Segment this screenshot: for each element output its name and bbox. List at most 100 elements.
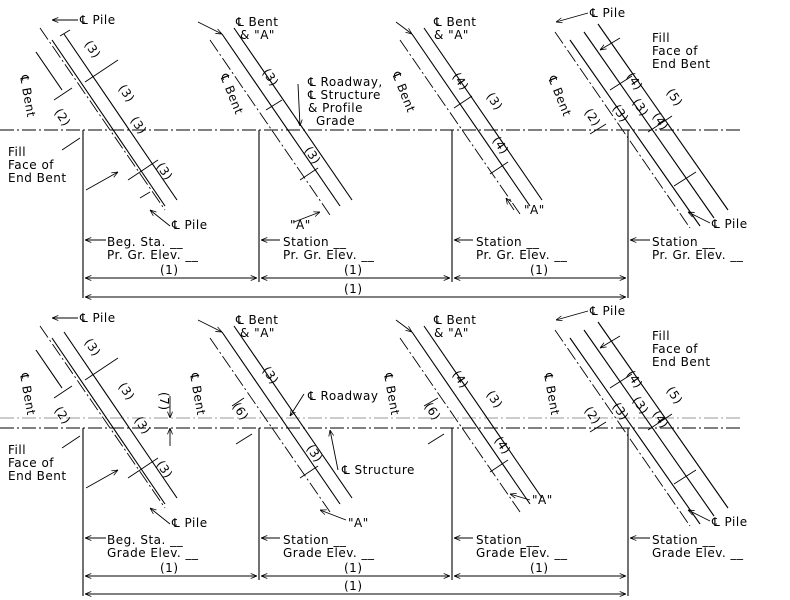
label-a-b3: "A" [532, 493, 553, 507]
label-cl-bent-4: ℄ Bent [545, 73, 574, 119]
station-2-l1: Station __ [283, 235, 347, 249]
label-end-bent-b4: End Bent [652, 355, 711, 369]
span-b2-label: (1) [344, 561, 363, 575]
dim-3-a: (3) [82, 38, 104, 61]
station-b1-l2: Grade Elev. __ [107, 546, 199, 560]
dim-2-a: (2) [52, 106, 74, 129]
leader-a-2 [293, 212, 320, 223]
total-label: (1) [344, 282, 363, 296]
dim-4-a: (4) [450, 70, 472, 93]
label-roadway-structure-1: ℄ Roadway, [307, 75, 383, 89]
label-pile-bottom-4: ℄ Pile [711, 217, 748, 231]
dim-3-ba: (3) [82, 336, 104, 359]
bent-b1 [35, 325, 178, 509]
span-3-label: (1) [530, 263, 549, 277]
dim-3-i: (3) [630, 96, 652, 119]
station-b4-l1: Station __ [652, 533, 716, 547]
dim-3-bc: (3) [132, 414, 154, 437]
bent-2 [209, 27, 353, 216]
label-bent-a-3-l2: & "A" [434, 28, 469, 42]
dim-2-ba: (2) [52, 404, 74, 427]
span-b3-label: (1) [530, 561, 549, 575]
dim-3-d: (3) [154, 160, 176, 183]
station-3-l2: Pr. Gr. Elev. __ [476, 248, 568, 262]
label-cl-bent-b2: ℄ Bent [187, 371, 208, 416]
label-a-b2: "A" [348, 516, 369, 530]
dim-4-ba: (4) [450, 368, 472, 391]
label-end-bent-4: End Bent [652, 57, 711, 71]
dim-3-bf: (3) [304, 442, 326, 465]
dim-6-a: (6) [230, 400, 252, 423]
leader-pile-bottom-4 [688, 212, 711, 224]
bent-b4 [554, 321, 729, 527]
label-structure-b: ℄ Structure [341, 463, 415, 477]
label-pile-end-b: ℄ Pile [589, 304, 626, 318]
label-cl-bent-b4: ℄ Bent [541, 371, 562, 416]
station-4-l2: Pr. Gr. Elev. __ [652, 248, 744, 262]
label-pile-top: ℄ Pile [79, 13, 116, 27]
label-fill-1: Fill [8, 145, 26, 159]
label-roadway-b: ℄ Roadway [307, 389, 378, 403]
leader-fill-face-b1 [85, 470, 118, 489]
label-end-bent-1: End Bent [8, 171, 67, 185]
label-a-3: "A" [524, 203, 545, 217]
span-2-label: (1) [344, 263, 363, 277]
dim-3-b: (3) [116, 82, 138, 105]
dim-3-bd: (3) [154, 458, 176, 481]
label-pile-bottom-b4: ℄ Pile [711, 515, 748, 529]
bent-b3 [399, 325, 543, 513]
label-bent-a-b2-l2: & "A" [240, 326, 275, 340]
label-cl-bent-b1: ℄ Bent [17, 371, 38, 416]
leader-pile-bottom-1 [150, 210, 171, 227]
label-bent-a-3: ℄ Bent [433, 15, 476, 29]
label-face-of-1: Face of [8, 158, 54, 172]
label-face-of-b4: Face of [652, 342, 698, 356]
leader-pile-end [556, 12, 589, 22]
label-fill-b1: Fill [8, 443, 26, 457]
dim-3-f: (3) [302, 144, 324, 167]
bent-4 [554, 23, 729, 229]
leader-pile-bottom-b4 [688, 510, 711, 522]
label-bent-a-2: ℄ Bent [235, 15, 278, 29]
dim-4-b: (4) [490, 134, 512, 157]
station-3-l1: Station __ [476, 235, 540, 249]
leader-bent-a-b2 [197, 319, 222, 332]
station-b1-l1: Beg. Sta. __ [107, 533, 184, 547]
label-roadway-structure-3: & Profile [308, 101, 363, 115]
leader-roadway [298, 83, 300, 126]
label-a-2: "A" [290, 218, 311, 232]
dim-5-a: (5) [664, 86, 686, 109]
label-pile-bottom-1: ℄ Pile [171, 218, 208, 232]
label-fill-4: Fill [652, 31, 670, 45]
leader-bent-a-2 [197, 21, 222, 34]
label-roadway-structure-2: ℄ Structure [307, 88, 381, 102]
station-b3-l2: Grade Elev. __ [476, 546, 568, 560]
label-cl-bent-3: ℄ Bent [389, 69, 418, 115]
label-end-bent-b1: End Bent [8, 469, 67, 483]
label-bent-a-b2: ℄ Bent [235, 313, 278, 327]
dim-3-g: (3) [484, 90, 506, 113]
station-2-l2: Pr. Gr. Elev. __ [283, 248, 375, 262]
dim-7: (7) [157, 392, 171, 411]
leader-fill-face-4 [600, 37, 621, 50]
dim-3-bi: (3) [630, 394, 652, 417]
dim-3-c: (3) [128, 114, 150, 137]
leader-a-b3 [510, 494, 531, 501]
label-fill-b4: Fill [652, 329, 670, 343]
leader-pile-end-b [556, 310, 589, 320]
label-bent-a-b3-l2: & "A" [434, 326, 469, 340]
bottom-panel: ℄ Pile ℄ Bent & "A" ℄ Bent & "A" ℄ Pile … [0, 304, 748, 596]
leader-a-3 [506, 198, 515, 211]
span-b1-label: (1) [160, 561, 179, 575]
dim-3-h: (3) [610, 102, 632, 125]
label-bent-a-2-l2: & "A" [240, 28, 275, 42]
station-1-l1: Beg. Sta. __ [107, 235, 184, 249]
dim-4-bc: (4) [624, 368, 646, 391]
dim-5-ba: (5) [664, 384, 686, 407]
label-cl-bent-1: ℄ Bent [17, 73, 38, 118]
top-panel: ℄ Pile ℄ Bent & "A" ℄ Bent & "A" ℄ Pile … [0, 6, 748, 298]
leader-structure-b [330, 430, 339, 471]
bent-b2 [209, 325, 353, 513]
station-b3-l1: Station __ [476, 533, 540, 547]
